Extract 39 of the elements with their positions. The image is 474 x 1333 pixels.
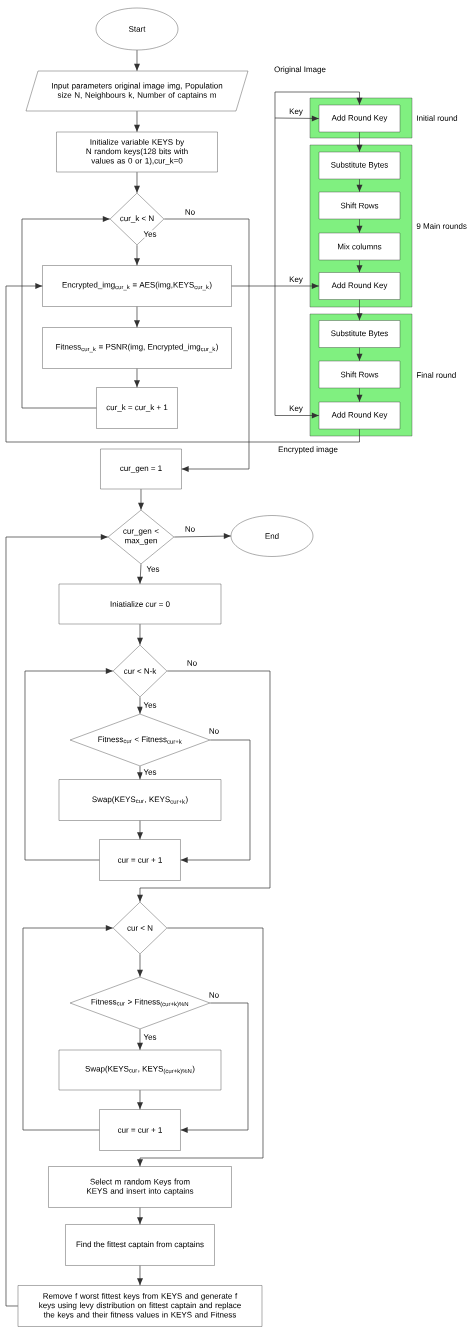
arrow (21, 216, 111, 409)
arrow (356, 178, 363, 193)
arrow (137, 820, 143, 840)
arrow (134, 368, 140, 388)
arrow (356, 259, 363, 273)
arrow (231, 283, 320, 289)
arrow (274, 117, 320, 419)
arrow (137, 927, 264, 1167)
arrow (137, 953, 143, 978)
arrow (137, 670, 271, 903)
arrow (137, 1028, 143, 1051)
arrow (274, 91, 363, 119)
arrow (163, 218, 250, 472)
arrow (5, 283, 360, 443)
arrow (180, 739, 251, 863)
arrow (356, 299, 363, 321)
arrow (22, 925, 114, 1131)
arrow (356, 131, 363, 153)
arrow (137, 1089, 143, 1110)
arrow (356, 387, 363, 403)
arrow (24, 668, 114, 861)
arrow (137, 623, 143, 646)
arrow (137, 563, 143, 585)
arrow (356, 347, 363, 362)
arrow (356, 218, 363, 234)
arrow (137, 696, 143, 715)
arrow (137, 765, 143, 780)
arrow (134, 49, 140, 72)
arrow (137, 1265, 143, 1286)
arrow (274, 115, 320, 122)
arrow (137, 1207, 143, 1225)
arrow (134, 171, 140, 194)
arrow (173, 533, 232, 539)
arrow (134, 244, 140, 266)
arrow (134, 306, 140, 328)
arrow (138, 488, 144, 511)
arrow (180, 1002, 249, 1133)
arrow (134, 110, 140, 133)
arrow (5, 534, 109, 1307)
